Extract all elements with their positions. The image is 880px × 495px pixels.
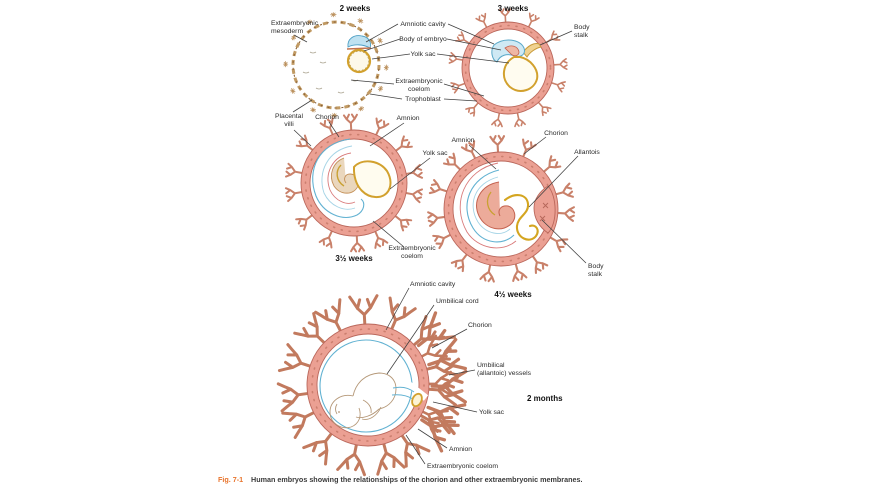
yolk-sac-2mo: [411, 392, 423, 408]
stage-title-2-weeks: 2 weeks: [340, 4, 371, 13]
label-yolk-sac-35wk: Yolk sac: [422, 150, 448, 157]
stage-title-3-weeks: 3 weeks: [498, 4, 529, 13]
embryo-body-3wk: [504, 45, 520, 57]
allantois-tube: [503, 194, 539, 241]
label-chorion-2mo: Chorion: [468, 322, 492, 329]
yolk-sac: [353, 160, 392, 199]
embryo-4-5-weeks: [426, 134, 576, 284]
label-extraembryonic-mesoderm: Extraembryonic: [271, 20, 319, 27]
label-chorion-35wk: Chorion: [315, 114, 339, 121]
label-body-of-embryo: Body of embryo: [399, 36, 447, 43]
embryo-2-weeks: [283, 11, 390, 119]
caption-text: Human embryos showing the relationships …: [251, 475, 583, 484]
embryo-3-5-weeks: [284, 113, 424, 253]
label-allantois: Allantois: [574, 149, 600, 156]
leader-lines: [292, 23, 587, 465]
label-yolk-sac-2mo: Yolk sac: [479, 409, 505, 416]
embryo-body: [476, 181, 516, 230]
label-amniotic-cavity: Amniotic cavity: [400, 21, 446, 28]
label-amniotic-cavity-2mo: Amniotic cavity: [410, 281, 456, 288]
amnion-line: [466, 169, 515, 243]
fetus-outline: [329, 372, 397, 429]
label-yolk-sac: Yolk sac: [410, 51, 436, 58]
label-body-stalk-3wk: Body: [574, 24, 590, 31]
svg-text:stalk: stalk: [588, 271, 603, 278]
body-stalk-3wk: [522, 43, 542, 58]
embryo-2-months: [276, 294, 468, 477]
svg-text:villi: villi: [284, 121, 294, 128]
amnion-line: [312, 138, 365, 218]
yolk-sac-3wk: [502, 56, 539, 92]
label-body-stalk-45wk: Body: [588, 263, 604, 270]
label-trophoblast: Trophoblast: [405, 96, 441, 103]
yolk-sac-2wk: [346, 48, 372, 74]
label-extraembryonic-coelom: Extraembryonic: [395, 78, 443, 85]
body-stalk-mass: [533, 185, 556, 234]
svg-text:coelom: coelom: [401, 253, 423, 260]
label-placental-villi: Placental: [275, 113, 303, 120]
caption-figure-number: Fig. 7-1: [218, 475, 243, 484]
umbilical-cord: [391, 386, 415, 400]
amnion-membrane: [319, 339, 413, 433]
svg-text:mesoderm: mesoderm: [271, 28, 303, 35]
stage-title-4-5-weeks: 4½ weeks: [494, 290, 532, 299]
label-extraembryonic-coelom-35wk: Extraembryonic: [388, 245, 436, 252]
embryonic-disc: [346, 47, 372, 50]
label-amnion-2mo: Amnion: [449, 446, 472, 453]
svg-text:(allantoic) vessels: (allantoic) vessels: [477, 370, 532, 377]
label-chorion-45wk: Chorion: [544, 130, 568, 137]
label-amnion-35wk: Amnion: [396, 115, 419, 122]
label-amnion-45wk: Amnion: [451, 137, 474, 144]
stage-title-3-5-weeks: 3½ weeks: [335, 254, 373, 263]
mesoderm-specks: [302, 51, 359, 94]
stage-title-2-months: 2 months: [527, 394, 563, 403]
label-extraembryonic-coelom-2mo: Extraembryonic coelom: [427, 463, 498, 470]
embryo-3-weeks: [448, 8, 569, 128]
svg-text:coelom: coelom: [408, 86, 430, 93]
svg-text:stalk: stalk: [574, 32, 589, 39]
label-umbilical-cord: Umbilical cord: [436, 298, 479, 305]
label-umbilical-allantoic-vessels: Umbilical: [477, 362, 505, 369]
